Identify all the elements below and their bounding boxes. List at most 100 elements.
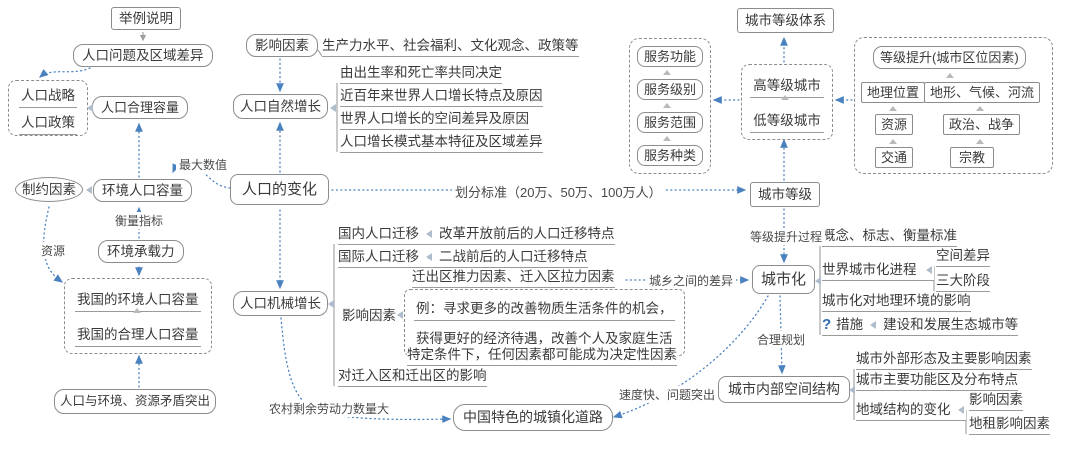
- item-land-rent: 地租影响因素: [969, 415, 1050, 435]
- domestic-detail: 改革开放前后的人口迁移特点: [439, 226, 615, 241]
- edge-issues-to-strategy: [39, 67, 91, 78]
- node-upgrade-title: 等级提升(城市区位因素): [873, 46, 1026, 69]
- row-measures: ? 措施 建设和发展生态城市等: [822, 316, 1019, 336]
- mini-arrow-structure: [958, 405, 964, 414]
- mini-arrow-constraint: [86, 186, 92, 194]
- node-city-level: 城市等级: [750, 182, 820, 207]
- node-migration-factors: 影响因素: [342, 307, 396, 324]
- node-china-capacity-box: 我国的环境人口容量 我国的合理人口容量: [64, 278, 212, 354]
- node-service-function: 服务功能: [637, 46, 704, 67]
- mini-up-politics: [976, 139, 984, 144]
- node-constraint-factors: 制约因素: [15, 177, 83, 202]
- mini-up-service-3: [663, 136, 671, 141]
- mini-arrow-world: [926, 265, 932, 274]
- label-resource: 资源: [38, 242, 69, 259]
- item-concept: 概念、标志、衡量标准: [822, 227, 957, 247]
- mini-up-service-1: [663, 70, 671, 75]
- high-city-row: 高等级城市: [750, 71, 824, 98]
- node-politics: 政治、战争: [943, 114, 1021, 135]
- item-impact-regions: 对迁入区和迁出区的影响: [338, 367, 487, 387]
- item-spatial-diff: 空间差异: [936, 247, 990, 267]
- mini-arrow-natural: [330, 104, 336, 112]
- measures-detail: 建设和发展生态城市等: [883, 317, 1019, 332]
- label-measure-index: 衡量指标: [112, 212, 167, 229]
- item-change-factors: 影响因素: [969, 391, 1023, 411]
- node-resources: 资源: [875, 114, 914, 135]
- item-push-pull: 迁出区推力因素、迁入区拉力因素: [412, 268, 615, 288]
- label-classification: 划分标准（20万、50万、100万人）: [452, 182, 665, 201]
- item-influence-detail: 生产力水平、社会福利、文化观念、政策等: [322, 37, 579, 57]
- node-service-range: 服务范围: [637, 112, 704, 133]
- world-process-label: 世界城市化进程: [822, 262, 917, 277]
- label-speed-problem: 速度快、问题突出: [616, 386, 719, 403]
- mini-up-resources: [889, 139, 897, 144]
- node-china-urbanization: 中国特色的城镇化道路: [453, 404, 613, 431]
- mini-arrow-measures: [870, 320, 877, 329]
- item-natural-0: 由出生率和死亡率共同决定: [340, 64, 502, 84]
- question-icon: ?: [822, 316, 832, 333]
- label-urban-rural-diff: 城乡之间的差异: [646, 272, 737, 289]
- row-world-process: 世界城市化进程: [822, 261, 934, 281]
- node-internal-structure: 城市内部空间结构: [718, 376, 850, 403]
- row-international-migration: 国际人口迁移 二战前后的人口迁移特点: [338, 248, 588, 268]
- node-service-level: 服务级别: [637, 79, 704, 100]
- item-decisive: 特定条件下，任何因素都可能成为决定性因素: [407, 346, 677, 366]
- node-reasonable-capacity: 人口合理容量: [92, 96, 189, 119]
- edge-change-to-envcap: [172, 162, 231, 189]
- node-contradiction: 人口与环境、资源矛盾突出: [54, 389, 217, 414]
- node-env-capacity: 环境人口容量: [93, 179, 192, 202]
- policy-row: 人口政策: [19, 108, 77, 135]
- row-structure-change: 地域结构的变化: [856, 401, 966, 421]
- mini-arrow-international: [426, 252, 432, 261]
- node-transport: 交通: [875, 147, 914, 168]
- node-geo-location: 地理位置: [861, 82, 926, 103]
- china-reasonable-row: 我国的合理人口容量: [75, 320, 201, 347]
- item-external-form: 城市外部形态及主要影响因素: [856, 350, 1032, 370]
- node-mechanical-growth: 人口机械增长: [233, 291, 328, 316]
- item-natural-3: 人口增长模式基本特征及区域差异: [340, 133, 543, 153]
- mini-arrow-strategy: [87, 104, 93, 112]
- node-terrain: 地形、气候、河流: [924, 82, 1041, 103]
- item-env-impact: 城市化对地理环境的影响: [822, 292, 971, 312]
- mini-up-location: [889, 106, 897, 111]
- label-rational-planning: 合理规划: [754, 331, 809, 348]
- node-city-hierarchy: 城市等级体系: [737, 8, 834, 33]
- low-city-row: 低等级城市: [750, 106, 824, 133]
- node-population-issues: 人口问题及区域差异: [73, 44, 213, 67]
- label-upgrade-process: 等级提升过程: [747, 228, 826, 245]
- node-carrying-capacity: 环境承载力: [98, 240, 184, 263]
- international-detail: 二战前后的人口迁移特点: [439, 249, 588, 264]
- node-population-change: 人口的变化: [230, 174, 330, 205]
- domestic-migration-label: 国内人口迁移: [338, 226, 419, 241]
- mini-up-upgrade-title: [946, 73, 954, 78]
- label-max-value: 最大数值: [176, 156, 231, 173]
- structure-change-label: 地域结构的变化: [856, 402, 951, 417]
- mini-arrow-migration-factors: [397, 311, 403, 319]
- node-religion: 宗教: [950, 147, 995, 168]
- node-example-note: 举例说明: [111, 7, 181, 30]
- node-service-type: 服务种类: [637, 145, 704, 166]
- edge-urbanization-to-internal: [777, 295, 786, 375]
- label-rural-labor: 农村剩余劳动力数量大: [266, 400, 393, 417]
- row-domestic-migration: 国内人口迁移 改革开放前后的人口迁移特点: [338, 225, 615, 245]
- mini-arrow-internal: [849, 386, 855, 394]
- node-strategy-policy-box: 人口战略 人口政策: [8, 80, 88, 136]
- mini-up-highlow: [781, 95, 789, 100]
- international-migration-label: 国际人口迁移: [338, 249, 419, 264]
- example-line1: 例：寻求更多的改善物质生活条件的机会，: [414, 294, 675, 321]
- strategy-row: 人口战略: [19, 81, 77, 108]
- mini-arrow-domestic: [426, 229, 432, 238]
- edge-mechanical-to-chinaroad: [280, 317, 452, 424]
- item-three-stages: 三大阶段: [936, 272, 990, 292]
- node-example-box: 例：寻求更多的改善物质生活条件的机会， 获得更好的经济待遇，改善个人及家庭生活: [404, 289, 685, 356]
- mini-up-service-2: [663, 103, 671, 108]
- item-natural-1: 近百年来世界人口增长特点及原因: [340, 87, 543, 107]
- item-natural-2: 世界人口增长的空间差异及原因: [340, 110, 529, 130]
- node-urbanization: 城市化: [752, 265, 816, 294]
- node-highlow-box: 高等级城市 低等级城市: [741, 64, 833, 140]
- node-natural-growth: 人口自然增长: [233, 94, 328, 119]
- mini-arrow-mechanical: [328, 300, 334, 308]
- mini-up-terrain: [976, 106, 984, 111]
